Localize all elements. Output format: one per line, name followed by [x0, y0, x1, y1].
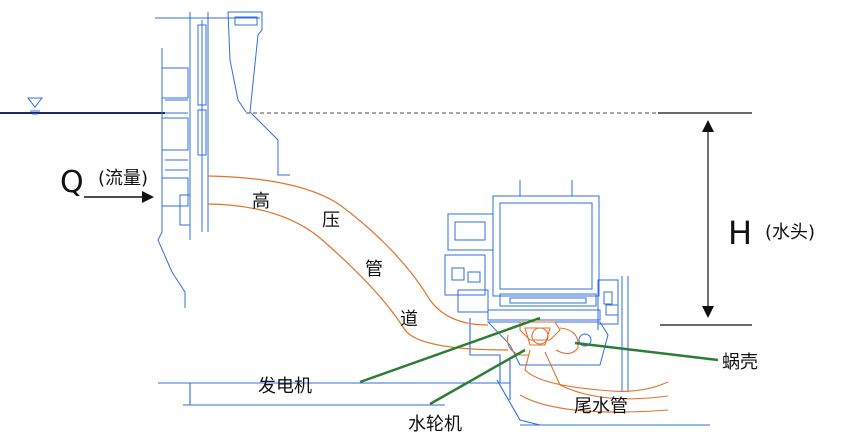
- turbine-label: 水轮机: [408, 414, 462, 435]
- penstock-label-char-1: 高: [252, 191, 270, 212]
- generator-label: 发电机: [258, 376, 312, 397]
- volute-label: 蜗壳: [722, 352, 758, 373]
- penstock-label-char-3: 管: [365, 259, 383, 280]
- foundation-lines: [158, 318, 710, 426]
- flow-arrow-icon: [84, 191, 154, 203]
- flow-symbol: Q: [60, 165, 84, 200]
- leader-lines: [359, 316, 719, 406]
- head-markers: [658, 112, 752, 326]
- powerhouse-equipment: [444, 180, 629, 392]
- flow-label: (流量): [98, 168, 148, 189]
- draft-tube-label: 尾水管: [574, 396, 628, 417]
- penstock: [207, 175, 509, 351]
- dam-structure: [155, 11, 290, 308]
- water-level-triangle-icon: [26, 97, 44, 115]
- head-symbol: H: [728, 214, 752, 252]
- double-headed-arrow-icon: [702, 120, 714, 318]
- penstock-label-char-4: 道: [400, 309, 418, 330]
- volute-casing: [506, 321, 579, 356]
- penstock-label-char-2: 压: [322, 210, 340, 231]
- draft-tube: [519, 349, 669, 413]
- head-label: (水头): [765, 222, 815, 243]
